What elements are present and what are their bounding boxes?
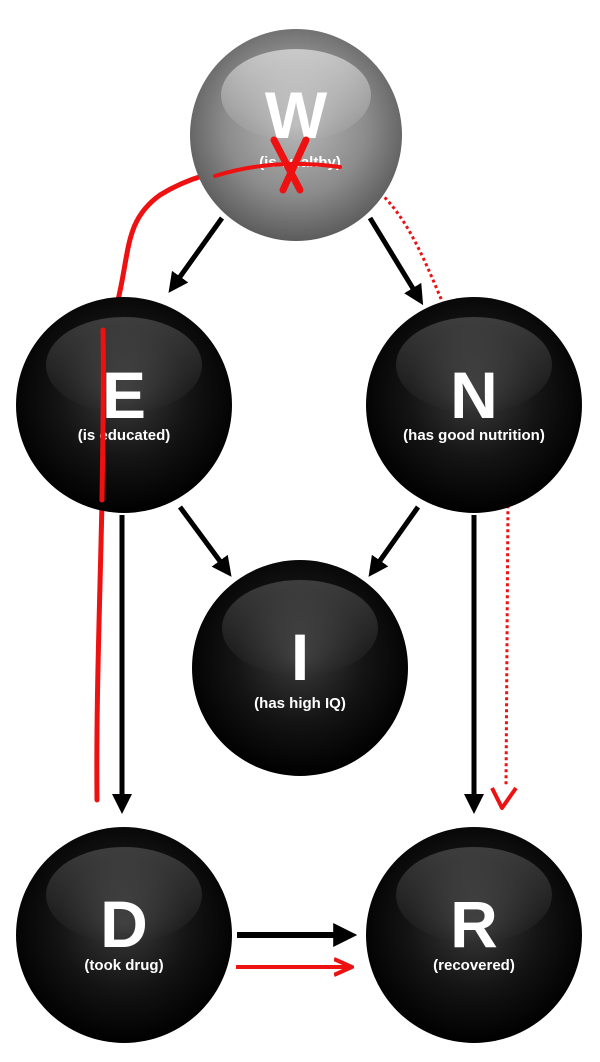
edge-e-to-i: [177, 505, 232, 577]
node-e-label: (is educated): [78, 427, 171, 444]
node-i-letter: I: [291, 620, 309, 694]
intervention-x-mark: [270, 136, 310, 194]
node-r-shine: [396, 847, 552, 943]
node-i-shine: [222, 580, 378, 676]
node-r-label: (recovered): [433, 957, 515, 974]
edges: [112, 216, 484, 947]
edge-w-to-e: [168, 216, 225, 293]
node-n: N (has good nutrition): [366, 297, 582, 513]
node-i-label: (has high IQ): [254, 695, 346, 712]
edge-w-to-n: [367, 216, 424, 306]
node-e-letter: E: [102, 358, 146, 432]
edge-n-to-i: [368, 505, 421, 577]
node-w: W (is wealthy): [190, 29, 402, 241]
node-w-shine: [221, 49, 371, 141]
node-n-label: (has good nutrition): [403, 427, 545, 444]
node-n-letter: N: [450, 358, 498, 432]
node-e: E (is educated): [16, 297, 232, 513]
node-r-letter: R: [450, 887, 498, 961]
node-n-shine: [396, 317, 552, 413]
node-d-label: (took drug): [84, 957, 163, 974]
node-i: I (has high IQ): [192, 560, 408, 776]
red-path-over-e: [99, 327, 106, 503]
node-d-letter: D: [100, 887, 148, 961]
node-e-shine: [46, 317, 202, 413]
open-path-arrowhead: [490, 786, 518, 810]
red-path-over-w: [213, 161, 342, 178]
node-d-shine: [46, 847, 202, 943]
node-r: R (recovered): [366, 827, 582, 1043]
node-d: D (took drug): [16, 827, 232, 1043]
